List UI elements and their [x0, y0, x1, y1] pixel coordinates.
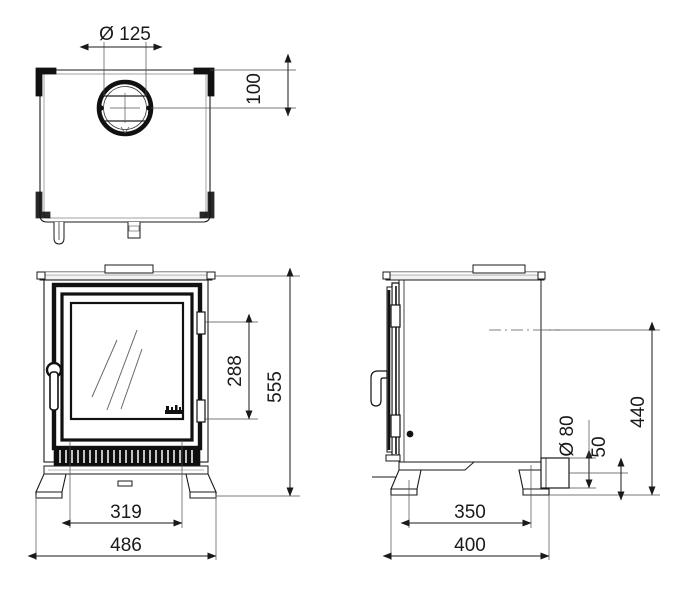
front-view-dim-555: [214, 267, 300, 497]
front-view-brand-logo: [165, 405, 183, 414]
side-view-top-plate-left-stud: [382, 271, 391, 280]
dim-label-overall-width: 486: [110, 535, 142, 556]
top-view-dim-diameter: [79, 42, 163, 96]
side-view-dim-350: [400, 465, 532, 528]
dim-label-flue-diameter: Ø 125: [99, 24, 151, 45]
top-view-bottom-fittings: [53, 222, 141, 245]
front-view-door-handle: [45, 361, 63, 411]
dim-label-flue-offset: 100: [244, 73, 265, 105]
side-view-base-bracket: [385, 454, 401, 462]
side-view-top-handle-rail: [472, 264, 526, 274]
front-view-door-mid-frame: [60, 292, 194, 442]
side-view: Ø 80 50 440 350: [370, 264, 660, 560]
front-view-centre-bracket: [117, 480, 133, 487]
top-view-corner-brackets: [35, 67, 215, 219]
front-view-top-plate-left-stud: [36, 271, 46, 280]
side-view-dim-50: [549, 457, 628, 501]
side-view-rear-flue-spigot: [540, 457, 570, 489]
dim-label-overall-depth: 400: [454, 535, 486, 556]
side-view-air-control-knob: [406, 430, 414, 438]
dim-label-rear-flue-offset: 50: [589, 436, 610, 457]
side-view-base-profile: [398, 461, 541, 471]
side-view-dim-400: [382, 495, 550, 560]
top-view: Ø 125 100: [35, 24, 296, 245]
dim-label-rear-flue-diameter: Ø 80: [557, 415, 578, 456]
front-view-door-hinges: [196, 311, 206, 423]
side-view-door-profile: [386, 282, 400, 456]
side-view-front-foot: [390, 469, 422, 496]
front-view-top-handle-rail: [104, 264, 154, 274]
dim-label-body-width: 319: [110, 502, 142, 523]
front-view-right-foot: [185, 473, 217, 499]
dim-label-rear-flue-height: 440: [628, 396, 649, 428]
dim-label-glass-height: 288: [225, 355, 246, 387]
dim-label-body-depth: 350: [454, 502, 486, 523]
front-view-left-foot: [35, 473, 67, 499]
front-view-grate: [53, 449, 201, 467]
front-view-glass-reflections: [91, 329, 143, 411]
front-view-dim-486: [27, 495, 217, 560]
top-view-dim-offset: [151, 53, 296, 117]
front-view-top-plate-right-stud: [206, 271, 216, 280]
dim-label-overall-height: 555: [265, 371, 286, 403]
side-view-body-outline: [398, 279, 542, 463]
top-view-flue-collar: [96, 79, 154, 137]
side-view-dim-440: [545, 321, 660, 496]
front-view: 288 555 319 486: [27, 264, 300, 560]
side-view-top-plate-right-stud: [537, 271, 546, 280]
front-view-glass-pane: [69, 301, 185, 421]
front-view-dim-288: [205, 313, 258, 420]
side-view-door-handle: [370, 370, 388, 407]
side-view-door-hinges: [390, 304, 401, 438]
front-view-dim-319: [61, 440, 183, 528]
